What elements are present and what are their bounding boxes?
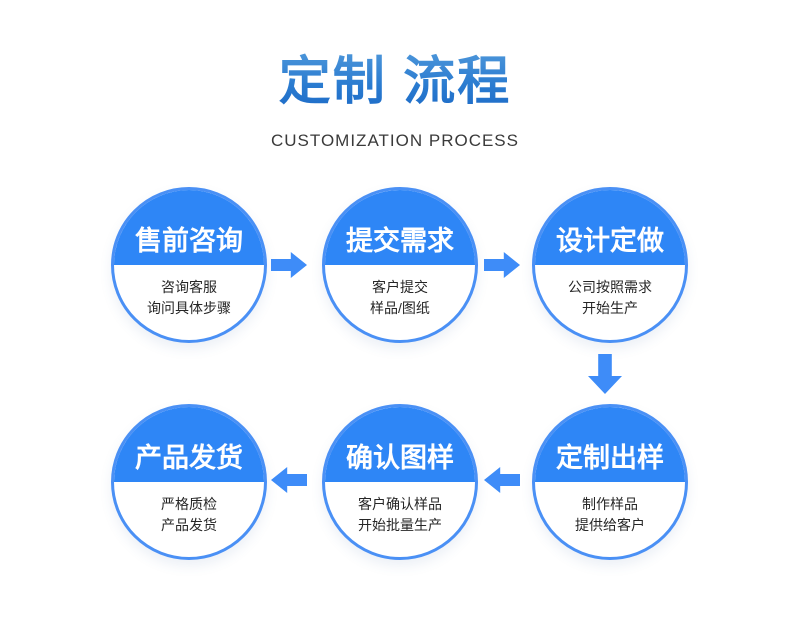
arrow-left-icon <box>484 467 520 493</box>
step-title: 定制出样 <box>556 443 664 473</box>
step-line: 样品/图纸 <box>370 300 430 316</box>
step-line: 咨询客服 <box>161 279 217 295</box>
step-circle-design-custom: 设计定做 公司按照需求 开始生产 <box>532 187 688 343</box>
step-circle-header: 设计定做 <box>535 190 685 265</box>
step-circle-presale-consult: 售前咨询 咨询客服 询问具体步骤 <box>111 187 267 343</box>
step-line: 客户提交 <box>372 279 428 295</box>
page-title: 定制 流程 <box>0 50 790 115</box>
step-line: 开始生产 <box>582 300 638 316</box>
step-description: 公司按照需求 开始生产 <box>535 265 685 340</box>
step-title: 售前咨询 <box>135 226 243 256</box>
step-line: 公司按照需求 <box>568 279 652 295</box>
step-circle-header: 定制出样 <box>535 407 685 482</box>
step-circle-header: 售前咨询 <box>114 190 264 265</box>
step-circle-product-shipping: 产品发货 严格质检 产品发货 <box>111 404 267 560</box>
step-line: 提供给客户 <box>575 517 645 533</box>
step-description: 严格质检 产品发货 <box>114 482 264 557</box>
step-line: 制作样品 <box>582 496 638 512</box>
step-circle-header: 提交需求 <box>325 190 475 265</box>
step-title: 设计定做 <box>556 226 664 256</box>
step-description: 咨询客服 询问具体步骤 <box>114 265 264 340</box>
step-line: 客户确认样品 <box>358 496 442 512</box>
step-line: 询问具体步骤 <box>147 300 231 316</box>
step-circle-submit-requirements: 提交需求 客户提交 样品/图纸 <box>322 187 478 343</box>
arrow-right-icon <box>271 252 307 278</box>
arrow-down-icon <box>588 354 622 394</box>
arrow-left-icon <box>271 467 307 493</box>
step-line: 严格质检 <box>161 496 217 512</box>
step-title: 提交需求 <box>346 226 454 256</box>
step-description: 客户确认样品 开始批量生产 <box>325 482 475 557</box>
step-circle-confirm-drawing: 确认图样 客户确认样品 开始批量生产 <box>322 404 478 560</box>
step-title: 产品发货 <box>135 443 243 473</box>
step-line: 开始批量生产 <box>358 517 442 533</box>
page-subtitle: CUSTOMIZATION PROCESS <box>270 131 519 150</box>
step-description: 制作样品 提供给客户 <box>535 482 685 557</box>
step-description: 客户提交 样品/图纸 <box>325 265 475 340</box>
step-line: 产品发货 <box>161 517 217 533</box>
step-circle-header: 产品发货 <box>114 407 264 482</box>
step-title: 确认图样 <box>346 443 454 473</box>
step-circle-header: 确认图样 <box>325 407 475 482</box>
arrow-right-icon <box>484 252 520 278</box>
step-circle-custom-sample: 定制出样 制作样品 提供给客户 <box>532 404 688 560</box>
